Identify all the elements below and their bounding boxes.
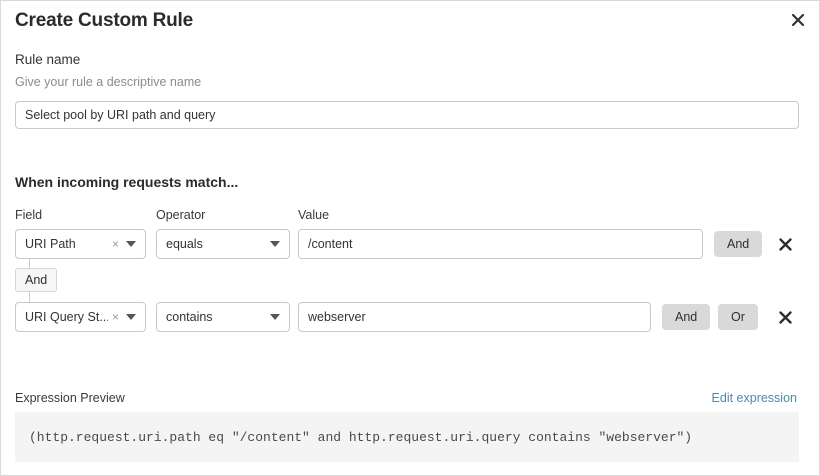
- chevron-down-icon[interactable]: [267, 241, 289, 247]
- operator-select-value-row-2: contains: [166, 310, 213, 324]
- chevron-down-icon[interactable]: [123, 241, 145, 247]
- rule-name-label: Rule name: [15, 52, 81, 67]
- page-title: Create Custom Rule: [15, 10, 193, 31]
- condition-row: URI Query St... × contains And Or: [1, 302, 819, 332]
- field-select-row-2[interactable]: URI Query St... ×: [15, 302, 146, 332]
- close-icon[interactable]: [785, 7, 811, 33]
- condition-connector-and-badge[interactable]: And: [15, 268, 58, 292]
- condition-row: URI Path × equals And: [1, 229, 819, 259]
- expression-preview-code: (http.request.uri.path eq "/content" and…: [15, 412, 799, 462]
- edit-expression-link[interactable]: Edit expression: [711, 391, 797, 405]
- chevron-down-icon[interactable]: [267, 314, 289, 320]
- add-or-condition-button-row-2[interactable]: Or: [718, 304, 758, 330]
- value-input-row-2[interactable]: [298, 302, 651, 332]
- conditions-heading: When incoming requests match...: [15, 174, 239, 190]
- field-select-row-1[interactable]: URI Path ×: [15, 229, 146, 259]
- column-label-field: Field: [15, 208, 43, 222]
- rule-name-help-text: Give your rule a descriptive name: [15, 75, 202, 89]
- expression-preview-label: Expression Preview: [15, 391, 125, 405]
- rule-name-input[interactable]: [15, 101, 799, 129]
- clear-icon[interactable]: ×: [111, 310, 119, 324]
- delete-icon[interactable]: [772, 304, 798, 330]
- operator-select-value-row-1: equals: [166, 237, 203, 251]
- field-select-value-row-2: URI Query St...: [25, 310, 108, 324]
- column-label-value: Value: [298, 208, 330, 222]
- operator-select-row-2[interactable]: contains: [156, 302, 290, 332]
- chevron-down-icon[interactable]: [123, 314, 145, 320]
- add-and-condition-button-row-2[interactable]: And: [662, 304, 711, 330]
- operator-select-row-1[interactable]: equals: [156, 229, 290, 259]
- clear-icon[interactable]: ×: [111, 237, 119, 251]
- column-label-operator: Operator: [156, 208, 206, 222]
- add-and-condition-button-row-1[interactable]: And: [714, 231, 763, 257]
- delete-icon[interactable]: [772, 231, 798, 257]
- value-input-row-1[interactable]: [298, 229, 703, 259]
- field-select-value-row-1: URI Path: [25, 237, 76, 251]
